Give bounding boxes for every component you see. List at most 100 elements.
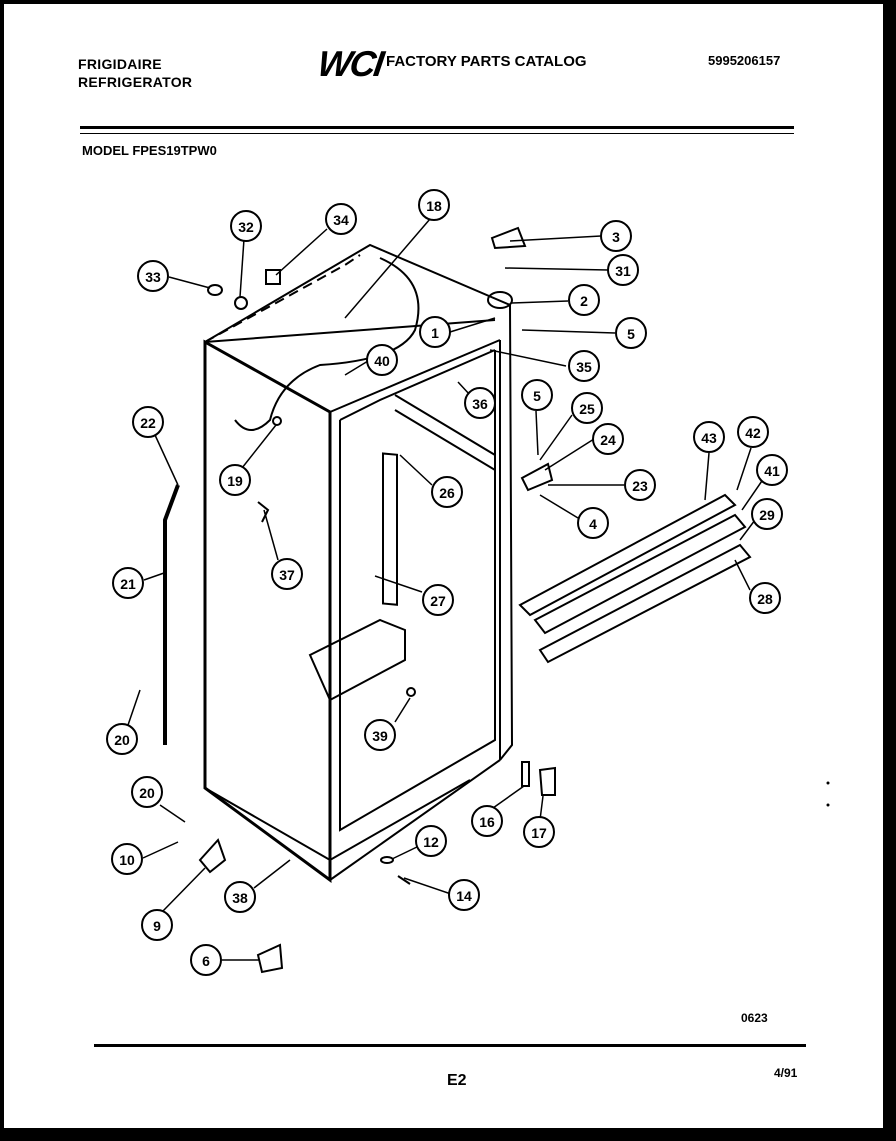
callout-21: 21 bbox=[112, 567, 144, 599]
inner-top-edge bbox=[339, 349, 496, 421]
part-2-hinge bbox=[487, 291, 513, 309]
callout-20: 20 bbox=[131, 776, 163, 808]
leader-lines bbox=[126, 218, 767, 961]
callout-label: 20 bbox=[114, 732, 130, 748]
callout-label: 21 bbox=[120, 576, 136, 592]
callout-42: 42 bbox=[737, 416, 769, 448]
part-32-screw bbox=[234, 296, 248, 310]
callout-label: 2 bbox=[580, 293, 588, 309]
callout-4: 4 bbox=[577, 507, 609, 539]
cabinet-rear-rail bbox=[394, 394, 496, 472]
cabinet-front-top bbox=[329, 339, 501, 413]
part-6-bracket bbox=[256, 943, 284, 974]
callout-14: 14 bbox=[448, 879, 480, 911]
callout-40: 40 bbox=[366, 344, 398, 376]
callout-17: 17 bbox=[523, 816, 555, 848]
callout-20: 20 bbox=[106, 723, 138, 755]
callout-39: 39 bbox=[364, 719, 396, 751]
callout-25: 25 bbox=[571, 392, 603, 424]
margin-speck bbox=[826, 803, 830, 807]
model-number: MODEL FPES19TPW0 bbox=[82, 143, 217, 158]
callout-27: 27 bbox=[422, 584, 454, 616]
part-33-grommet bbox=[207, 284, 223, 296]
callout-41: 41 bbox=[756, 454, 788, 486]
callout-18: 18 bbox=[418, 189, 450, 221]
callout-36: 36 bbox=[464, 387, 496, 419]
callout-label: 43 bbox=[701, 430, 717, 446]
callout-5: 5 bbox=[521, 379, 553, 411]
callout-32: 32 bbox=[230, 210, 262, 242]
callout-label: 36 bbox=[472, 396, 488, 412]
callout-label: 17 bbox=[531, 825, 547, 841]
part-25-bracket bbox=[520, 462, 554, 492]
callout-6: 6 bbox=[190, 944, 222, 976]
rail-43 bbox=[518, 493, 737, 617]
callout-label: 26 bbox=[439, 485, 455, 501]
part-39-plug bbox=[406, 687, 416, 697]
callout-label: 25 bbox=[579, 401, 595, 417]
callout-label: 40 bbox=[374, 353, 390, 369]
callout-label: 33 bbox=[145, 269, 161, 285]
callout-label: 41 bbox=[764, 463, 780, 479]
product-type: REFRIGERATOR bbox=[78, 74, 193, 90]
callout-33: 33 bbox=[137, 260, 169, 292]
callout-label: 20 bbox=[139, 785, 155, 801]
callout-label: 16 bbox=[479, 814, 495, 830]
header-rule-thick bbox=[80, 126, 794, 129]
callout-label: 14 bbox=[456, 888, 472, 904]
callout-label: 5 bbox=[627, 326, 635, 342]
callout-24: 24 bbox=[592, 423, 624, 455]
header-rule-thin bbox=[80, 133, 794, 134]
callout-label: 6 bbox=[202, 953, 210, 969]
callout-label: 27 bbox=[430, 593, 446, 609]
part-37-clip bbox=[257, 501, 270, 523]
callout-12: 12 bbox=[415, 825, 447, 857]
callout-3: 3 bbox=[600, 220, 632, 252]
diagram-code: 0623 bbox=[741, 1011, 768, 1025]
margin-speck bbox=[826, 781, 830, 785]
callout-label: 23 bbox=[632, 478, 648, 494]
part-3-cap bbox=[490, 226, 527, 250]
callout-label: 35 bbox=[576, 359, 592, 375]
callout-label: 9 bbox=[153, 918, 161, 934]
footer-rule bbox=[94, 1044, 806, 1047]
callout-26: 26 bbox=[431, 476, 463, 508]
callout-label: 32 bbox=[238, 219, 254, 235]
callout-10: 10 bbox=[111, 843, 143, 875]
callout-label: 38 bbox=[232, 890, 248, 906]
cabinet-right-back bbox=[499, 304, 514, 761]
callout-label: 29 bbox=[759, 507, 775, 523]
callout-label: 5 bbox=[533, 388, 541, 404]
catalog-date: 4/91 bbox=[774, 1066, 798, 1080]
callout-28: 28 bbox=[749, 582, 781, 614]
cabinet-front-bottom bbox=[329, 759, 501, 881]
cabinet-drawing bbox=[163, 226, 752, 974]
handle-21 bbox=[163, 484, 180, 745]
callout-label: 37 bbox=[279, 567, 295, 583]
callout-label: 3 bbox=[612, 229, 620, 245]
callout-label: 19 bbox=[227, 473, 243, 489]
callout-35: 35 bbox=[568, 350, 600, 382]
callout-23: 23 bbox=[624, 469, 656, 501]
callout-5: 5 bbox=[615, 317, 647, 349]
callout-1: 1 bbox=[419, 316, 451, 348]
callout-label: 4 bbox=[589, 516, 597, 532]
callout-label: 42 bbox=[745, 425, 761, 441]
part-19-screw bbox=[272, 416, 282, 426]
callout-label: 10 bbox=[119, 852, 135, 868]
callout-label: 12 bbox=[423, 834, 439, 850]
callout-2: 2 bbox=[568, 284, 600, 316]
callout-label: 34 bbox=[333, 212, 349, 228]
callout-31: 31 bbox=[607, 254, 639, 286]
rail-41 bbox=[533, 513, 747, 635]
callout-label: 28 bbox=[757, 591, 773, 607]
callout-label: 31 bbox=[615, 263, 631, 279]
catalog-part-number: 5995206157 bbox=[708, 53, 781, 68]
callout-16: 16 bbox=[471, 805, 503, 837]
part-14-screw bbox=[397, 875, 411, 885]
callout-22: 22 bbox=[132, 406, 164, 438]
part-9-hinge bbox=[198, 838, 227, 874]
